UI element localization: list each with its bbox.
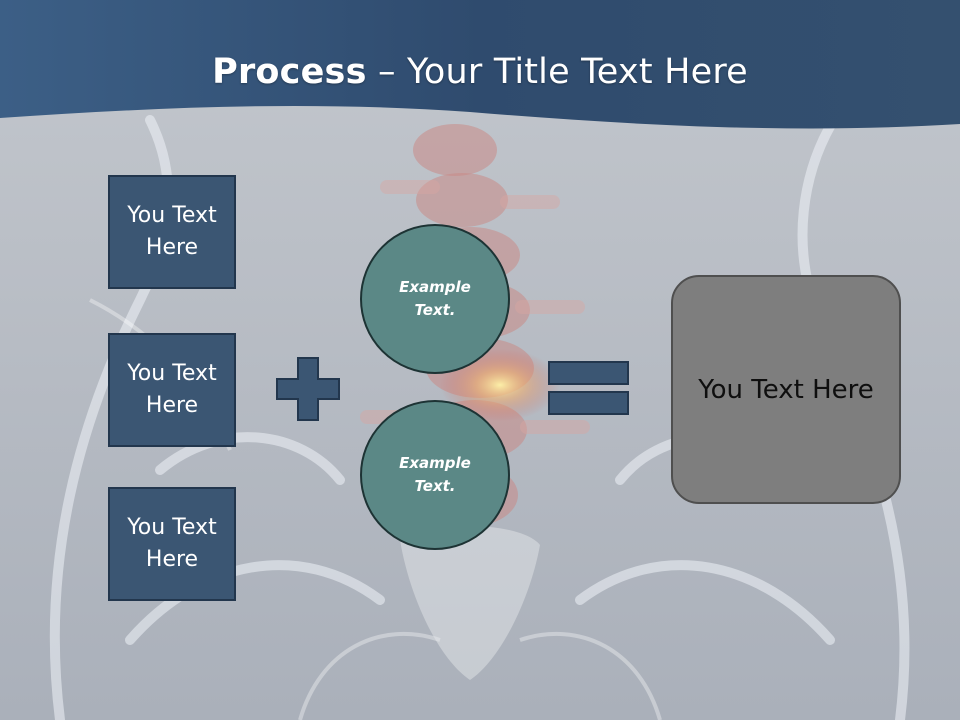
result-box: You Text Here (671, 275, 901, 504)
input-box-1: You Text Here (108, 175, 236, 289)
circle-label: Example Text. (399, 278, 471, 319)
slide-title-rest: – Your Title Text Here (366, 52, 748, 92)
header-band (0, 0, 960, 129)
input-box-3: You Text Here (108, 487, 236, 601)
result-label: You Text Here (698, 374, 874, 405)
slide-title-bold: Process (212, 52, 367, 92)
example-circle-2: Example Text. (360, 400, 510, 550)
example-circle-1: Example Text. (360, 224, 510, 374)
slide-title: Process – Your Title Text Here (0, 52, 960, 92)
input-box-2: You Text Here (108, 333, 236, 447)
input-box-label: You Text Here (127, 361, 217, 418)
circle-label: Example Text. (399, 454, 471, 495)
equals-icon (548, 361, 629, 415)
input-box-label: You Text Here (127, 203, 217, 260)
plus-icon (276, 357, 340, 421)
input-box-label: You Text Here (127, 515, 217, 572)
